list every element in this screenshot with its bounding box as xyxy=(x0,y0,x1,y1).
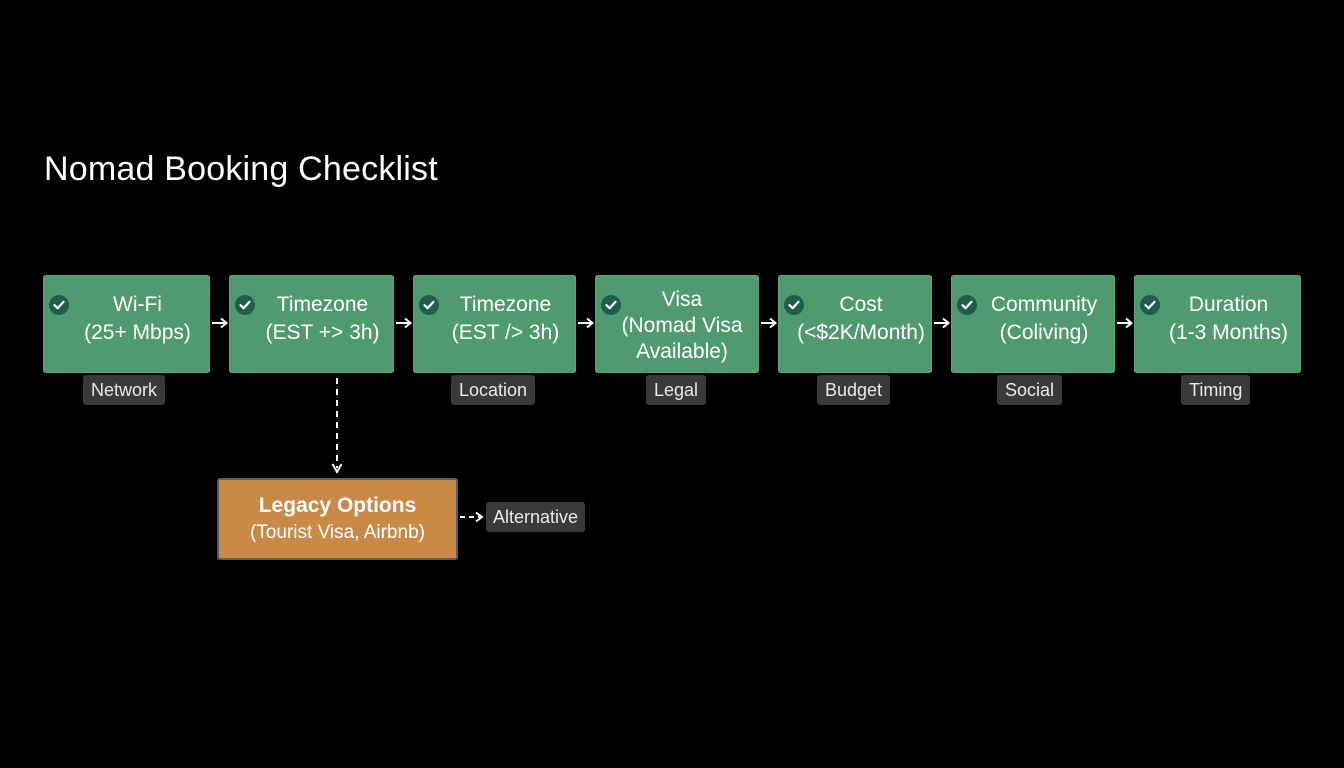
step-label: Community (Coliving) xyxy=(973,291,1115,347)
tag-budget: Budget xyxy=(817,375,891,405)
step-community: Community (Coliving) xyxy=(951,275,1115,373)
check-icon xyxy=(601,295,621,315)
step-title: Timezone xyxy=(276,293,369,316)
step-title: Timezone xyxy=(459,293,552,316)
step-label: Timezone (EST /> 3h) xyxy=(435,291,576,347)
arrow-right-icon xyxy=(761,317,778,329)
dashed-arrow-right-icon xyxy=(460,511,484,523)
arrow-right-icon xyxy=(396,317,413,329)
check-icon xyxy=(957,295,977,315)
tag-timing: Timing xyxy=(1181,375,1251,405)
step-label: Timezone (EST +> 3h) xyxy=(251,291,394,347)
arrow-right-icon xyxy=(578,317,595,329)
check-icon xyxy=(1140,295,1160,315)
arrow-right-icon xyxy=(1117,317,1134,329)
tag-social: Social xyxy=(997,375,1063,405)
dashed-arrow-down-icon xyxy=(331,378,343,475)
step-timezone-2: Timezone (EST /> 3h) xyxy=(413,275,576,373)
tag-location: Location xyxy=(451,375,536,405)
arrow-right-icon xyxy=(212,317,229,329)
step-detail: (1-3 Months) xyxy=(1168,321,1289,344)
step-title: Cost xyxy=(839,293,883,316)
step-detail: (EST +> 3h) xyxy=(265,321,380,344)
step-detail: (Coliving) xyxy=(999,321,1089,344)
legacy-subtitle: (Tourist Visa, Airbnb) xyxy=(250,522,425,543)
step-cost: Cost (<$2K/Month) xyxy=(778,275,932,373)
legacy-options-box: Legacy Options (Tourist Visa, Airbnb) xyxy=(217,478,458,560)
step-title: Community xyxy=(990,293,1098,316)
step-timezone-1: Timezone (EST +> 3h) xyxy=(229,275,394,373)
check-icon xyxy=(235,295,255,315)
diagram-title: Nomad Booking Checklist xyxy=(44,150,438,188)
step-label: Duration (1-3 Months) xyxy=(1156,291,1301,347)
tag-network: Network xyxy=(83,375,166,405)
check-icon xyxy=(419,295,439,315)
step-duration: Duration (1-3 Months) xyxy=(1134,275,1301,373)
step-detail: (25+ Mbps) xyxy=(84,321,191,344)
step-title: Wi-Fi xyxy=(113,293,162,316)
step-visa: Visa (Nomad Visa Available) xyxy=(595,275,759,373)
step-detail-2: Available) xyxy=(636,340,728,363)
step-label: Cost (<$2K/Month) xyxy=(790,291,932,347)
step-detail: (Nomad Visa xyxy=(621,314,743,337)
arrow-right-icon xyxy=(934,317,951,329)
tag-alternative: Alternative xyxy=(486,502,586,532)
step-wifi: Wi-Fi (25+ Mbps) xyxy=(43,275,210,373)
tag-legal: Legal xyxy=(646,375,707,405)
step-label: Wi-Fi (25+ Mbps) xyxy=(65,291,210,347)
check-icon xyxy=(49,295,69,315)
step-label: Visa (Nomad Visa Available) xyxy=(605,287,759,365)
step-detail: (EST /> 3h) xyxy=(451,321,560,344)
step-title: Visa xyxy=(661,288,703,311)
legacy-title: Legacy Options xyxy=(258,494,417,517)
check-icon xyxy=(784,295,804,315)
step-title: Duration xyxy=(1188,293,1269,316)
step-detail: (<$2K/Month) xyxy=(797,321,925,344)
